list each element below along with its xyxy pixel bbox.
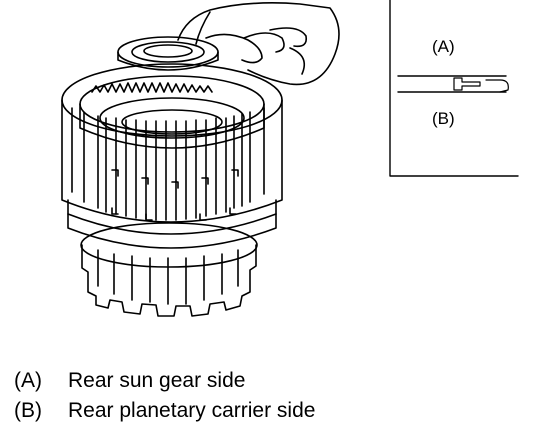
legend: (A) Rear sun gear side (B) Rear planetar… xyxy=(14,366,315,426)
lower-spur-gear xyxy=(80,222,258,317)
hand xyxy=(177,2,340,86)
detail-inset: (A) (B) xyxy=(389,0,519,177)
legend-key-b: (B) xyxy=(14,399,42,422)
clutch-drum-body xyxy=(61,63,283,249)
legend-text-b: Rear planetary carrier side xyxy=(68,399,316,422)
legend-key-a: (A) xyxy=(14,369,42,392)
legend-text-a: Rear sun gear side xyxy=(68,369,246,392)
inset-label-a: (A) xyxy=(432,37,455,56)
legend-item-a: (A) Rear sun gear side xyxy=(14,366,315,396)
assembly-illustration: (A) (B) xyxy=(61,0,519,317)
inset-label-b: (B) xyxy=(432,109,455,128)
thrust-bearing xyxy=(117,36,219,71)
legend-item-b: (B) Rear planetary carrier side xyxy=(14,396,315,426)
